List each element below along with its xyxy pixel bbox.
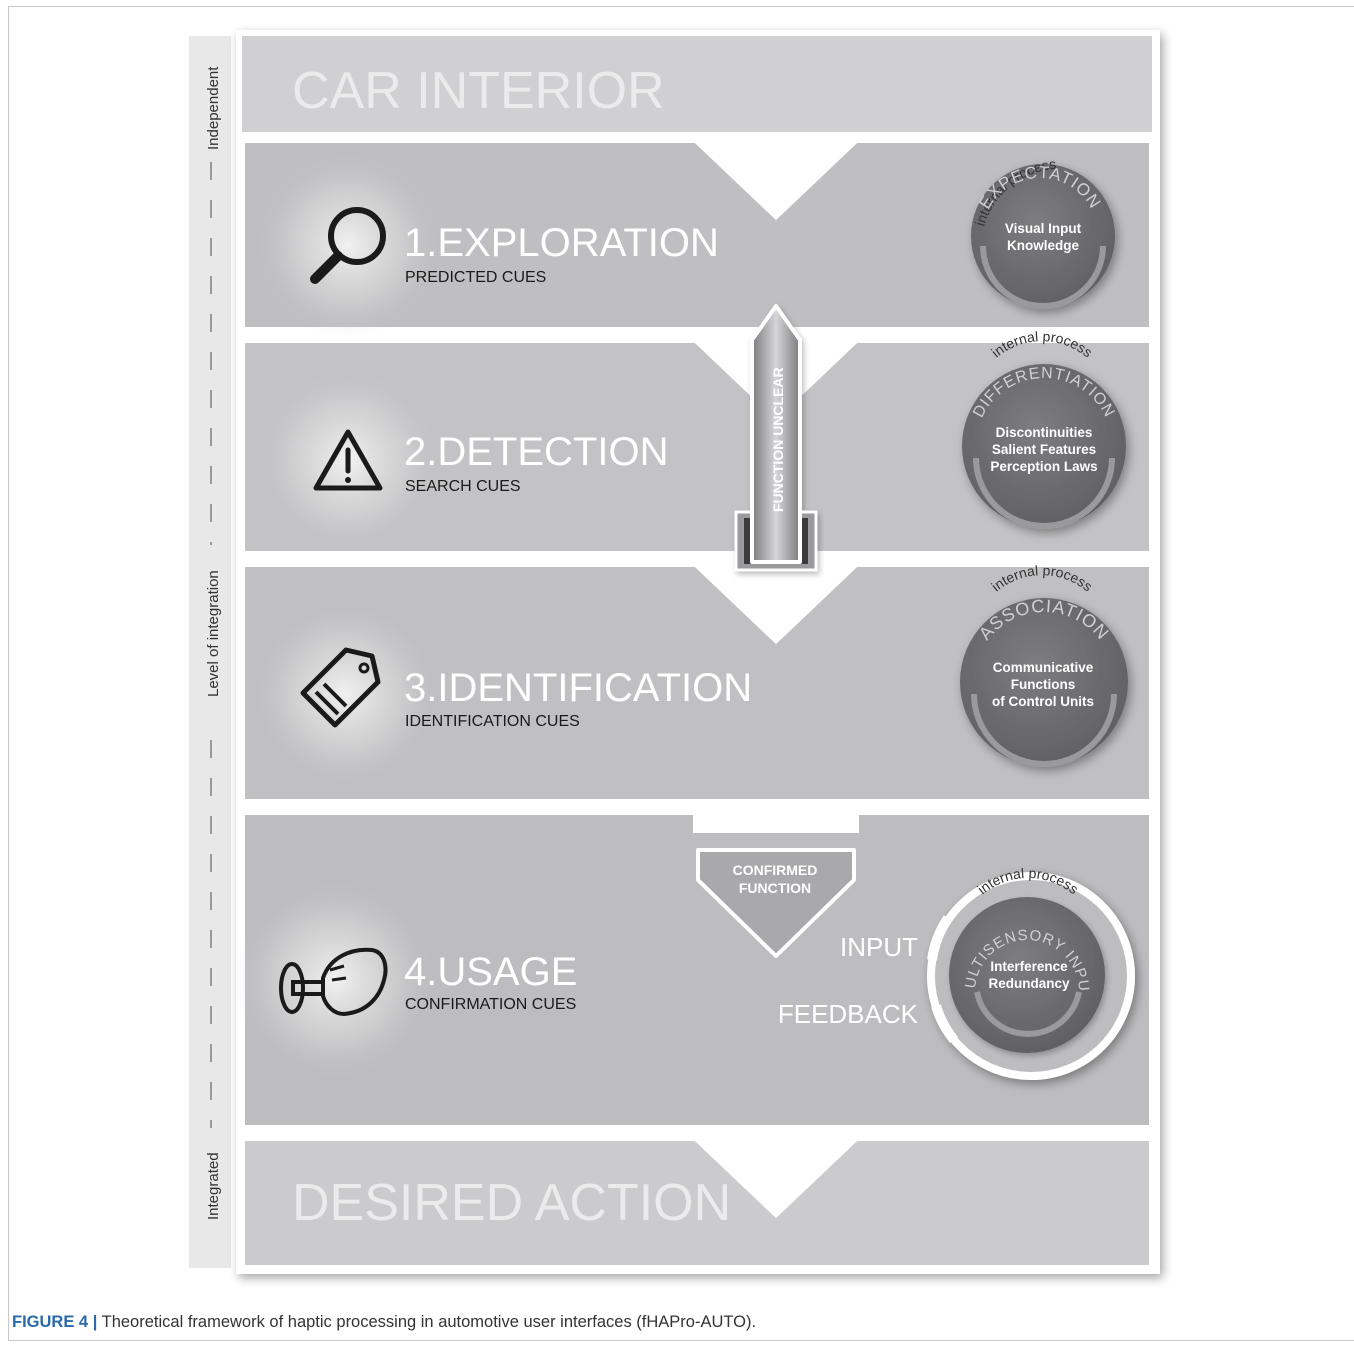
warning-icon <box>313 429 383 491</box>
stage-3-subtitle: IDENTIFICATION CUES <box>405 713 580 730</box>
process-1-line-2: Knowledge <box>1007 238 1079 253</box>
function-unclear-label: FUNCTION UNCLEAR <box>770 367 786 512</box>
integration-axis <box>189 36 231 1268</box>
process-3-line-2: Functions <box>1011 677 1076 692</box>
process-circle-multisensory <box>949 897 1105 1053</box>
footer-band <box>239 1135 1155 1271</box>
stage-band-exploration <box>239 137 1155 333</box>
function-unclear-arrow <box>734 304 818 572</box>
process-2-line-2: Salient Features <box>992 442 1096 457</box>
stage-1-title: 1.EXPLORATION <box>404 221 719 265</box>
magnifier-icon <box>310 207 386 284</box>
stage-band-detection <box>239 337 1155 557</box>
feedback-arc <box>931 1004 958 1044</box>
process-circle-differentiation <box>962 364 1126 529</box>
caption-label: FIGURE 4 <box>12 1313 89 1331</box>
glow-identification <box>253 602 437 786</box>
process-3-line-3: of Control Units <box>992 694 1094 709</box>
axis-label-integrated: Integrated <box>205 1152 222 1220</box>
process-4-line-1: Interference <box>990 959 1068 974</box>
figure-frame <box>8 6 1354 1341</box>
hand-pressing-button-icon <box>279 947 388 1017</box>
confirmed-function-label-2: FUNCTION <box>739 880 811 896</box>
stage-band-identification <box>239 561 1155 805</box>
process-3-line-1: Communicative <box>993 660 1094 675</box>
axis-label-independent: Independent <box>205 66 222 150</box>
figure-caption: FIGURE 4 | Theoretical framework of hapt… <box>12 1313 756 1332</box>
header-title: CAR INTERIOR <box>292 62 665 120</box>
header-band <box>242 36 1152 132</box>
framework-diagram: Independent Level of integration Integra… <box>0 0 1160 1274</box>
caption-text: Theoretical framework of haptic processi… <box>101 1313 757 1331</box>
confirmed-function-arrow <box>696 848 856 958</box>
stage-2-title: 2.DETECTION <box>404 430 668 474</box>
tag-icon <box>300 647 381 728</box>
stage-2-subtitle: SEARCH CUES <box>405 478 521 495</box>
glow-exploration <box>256 153 440 337</box>
stage-band-usage <box>239 809 1155 1131</box>
input-arc <box>927 915 953 961</box>
stage-4-title: 4.USAGE <box>404 950 577 994</box>
stage-1-subtitle: PREDICTED CUES <box>405 269 546 286</box>
feedback-label: FEEDBACK <box>778 999 919 1029</box>
process-2-line-3: Perception Laws <box>990 459 1097 474</box>
axis-label-level: Level of integration <box>205 570 222 697</box>
caption-separator: | <box>92 1313 98 1331</box>
confirmed-function-label-1: CONFIRMED <box>733 862 818 878</box>
process-2-line-1: Discontinuities <box>996 425 1093 440</box>
process-4-line-2: Redundancy <box>988 976 1070 991</box>
stage-3-title: 3.IDENTIFICATION <box>404 666 752 710</box>
input-label: INPUT <box>840 932 918 962</box>
process-circle-expectation <box>971 164 1115 309</box>
footer-title: DESIRED ACTION <box>292 1174 731 1232</box>
process-circle-association <box>960 598 1128 767</box>
process-1-line-1: Visual Input <box>1005 221 1082 236</box>
stage-4-subtitle: CONFIRMATION CUES <box>405 996 576 1013</box>
